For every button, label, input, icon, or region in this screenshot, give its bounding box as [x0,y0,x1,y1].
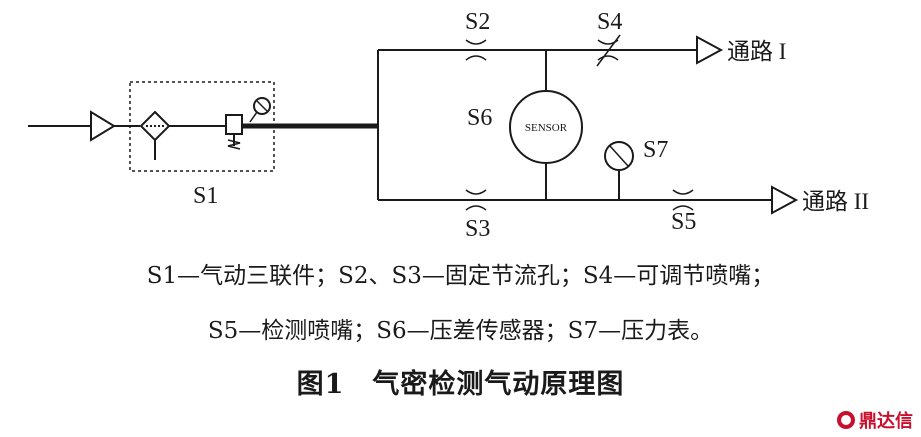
s1-gauge-icon [253,97,271,115]
s7-gauge-icon [604,141,634,171]
legend-line-1: S1—气动三联件；S2、S3—固定节流孔；S4—可调节喷嘴； [146,263,775,289]
s1-gauge-stem [249,111,258,123]
s2-restrictor-icon [465,39,487,61]
watermark: 鼎达信 [837,407,913,433]
legend-line-2: S5—检测喷嘴；S6—压差传感器；S7—压力表。 [207,318,714,344]
output2-arrow [771,185,799,215]
label-s3: S3 [465,216,490,242]
regulator-spring [227,139,241,150]
figure-title: 图1 气密检测气动原理图 [296,369,625,400]
sensor-circle [509,90,583,164]
output1-arrow [696,35,724,65]
label-output2: 通路 II [802,189,869,214]
s1-gauge-needle [256,100,268,112]
label-output1: 通路 I [727,39,786,64]
label-s2: S2 [465,9,490,35]
s3-restrictor-icon [465,189,487,211]
watermark-logo-icon [837,411,855,429]
label-s7: S7 [643,137,668,163]
s7-gauge-needle [609,145,629,167]
inlet-arrow [90,110,116,142]
label-s6: S6 [467,105,492,131]
s5-nozzle-icon [672,189,694,211]
label-s5: S5 [671,209,696,235]
s4-adjust-arrow [596,34,621,67]
pneumatic-diagram: S1 S2 S4 S6 SENSOR S7 S3 S5 通路 I 通路 II [28,9,869,242]
regulator-icon [225,114,243,135]
label-s4: S4 [597,9,622,35]
label-s1: S1 [193,183,218,209]
label-sensor: SENSOR [525,122,568,134]
watermark-text: 鼎达信 [859,411,913,432]
